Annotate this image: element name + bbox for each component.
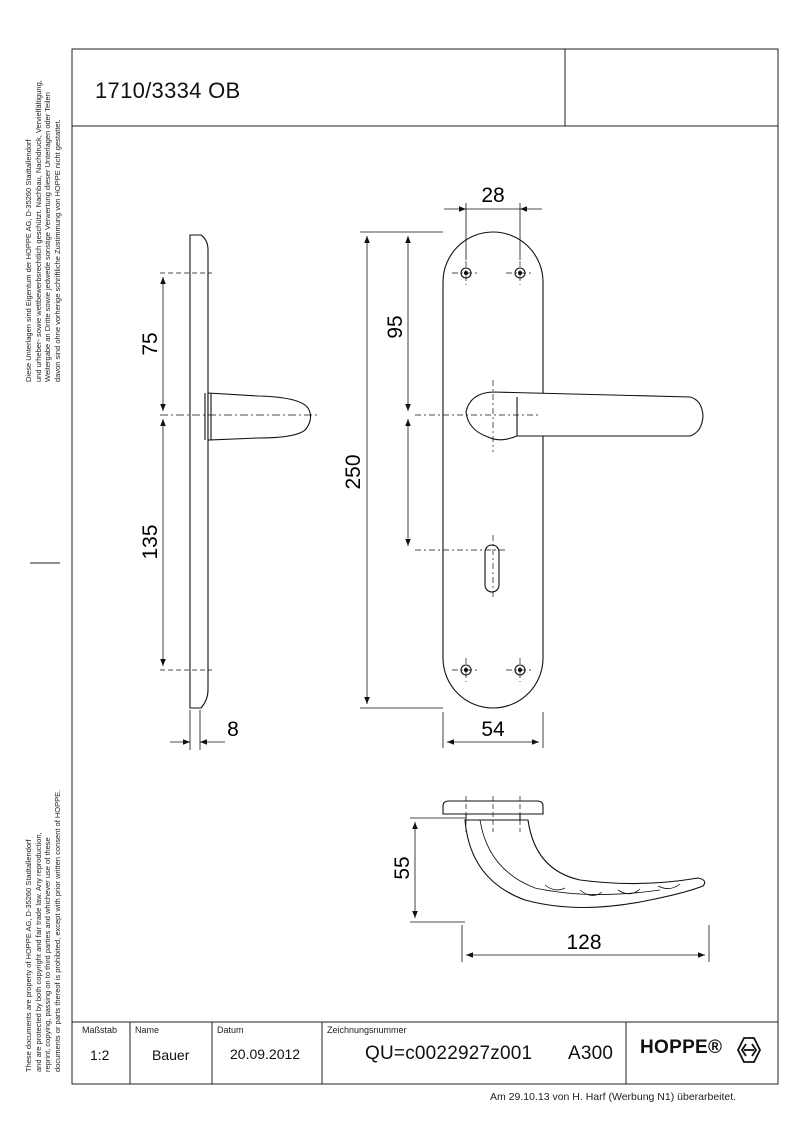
scale-label: Maßstab bbox=[82, 1025, 118, 1035]
dim-side-thickness: 8 bbox=[227, 718, 239, 741]
drawing-title: 1710/3334 OB bbox=[95, 78, 241, 103]
dim-side-upper: 75 bbox=[139, 332, 162, 355]
dim-plate-width: 54 bbox=[481, 718, 505, 741]
frame bbox=[30, 48, 779, 1085]
title-block-grid bbox=[72, 1021, 778, 1084]
side-view bbox=[160, 234, 320, 709]
dim-side-lower: 135 bbox=[139, 524, 162, 559]
drawing-number-label: Zeichnungsnummer bbox=[327, 1025, 407, 1035]
keyhole bbox=[484, 544, 500, 593]
date-value: 20.09.2012 bbox=[230, 1046, 301, 1062]
brand-name: HOPPE® bbox=[640, 1037, 723, 1058]
dim-total-length: 250 bbox=[342, 454, 365, 489]
dim-backplate-width: 28 bbox=[481, 184, 504, 207]
dim-lever-projection: 55 bbox=[391, 856, 414, 879]
name-value: Bauer bbox=[152, 1047, 190, 1063]
side-plate bbox=[189, 234, 209, 709]
lever-top-view bbox=[442, 796, 706, 909]
front-dimensions bbox=[360, 203, 544, 748]
drawing-number-value: QU=c0022927z001 bbox=[365, 1043, 533, 1064]
back-plate bbox=[442, 231, 544, 709]
name-label: Name bbox=[135, 1025, 160, 1035]
date-label: Datum bbox=[217, 1025, 244, 1035]
dim-lever-length: 128 bbox=[566, 931, 601, 954]
scale-value: 1:2 bbox=[90, 1047, 110, 1063]
format-value: A300 bbox=[568, 1043, 614, 1064]
lever-handle bbox=[465, 391, 704, 441]
front-view bbox=[415, 231, 704, 709]
hoppe-logo-icon bbox=[736, 1037, 762, 1063]
side-dimensions bbox=[160, 277, 225, 750]
dim-upper-distance: 95 bbox=[384, 315, 407, 338]
lever-dimensions bbox=[410, 817, 710, 962]
revision-note: Am 29.10.13 von H. Harf (Werbung N1) übe… bbox=[490, 1091, 737, 1103]
side-handle bbox=[207, 392, 312, 441]
lever-curve bbox=[464, 819, 706, 909]
